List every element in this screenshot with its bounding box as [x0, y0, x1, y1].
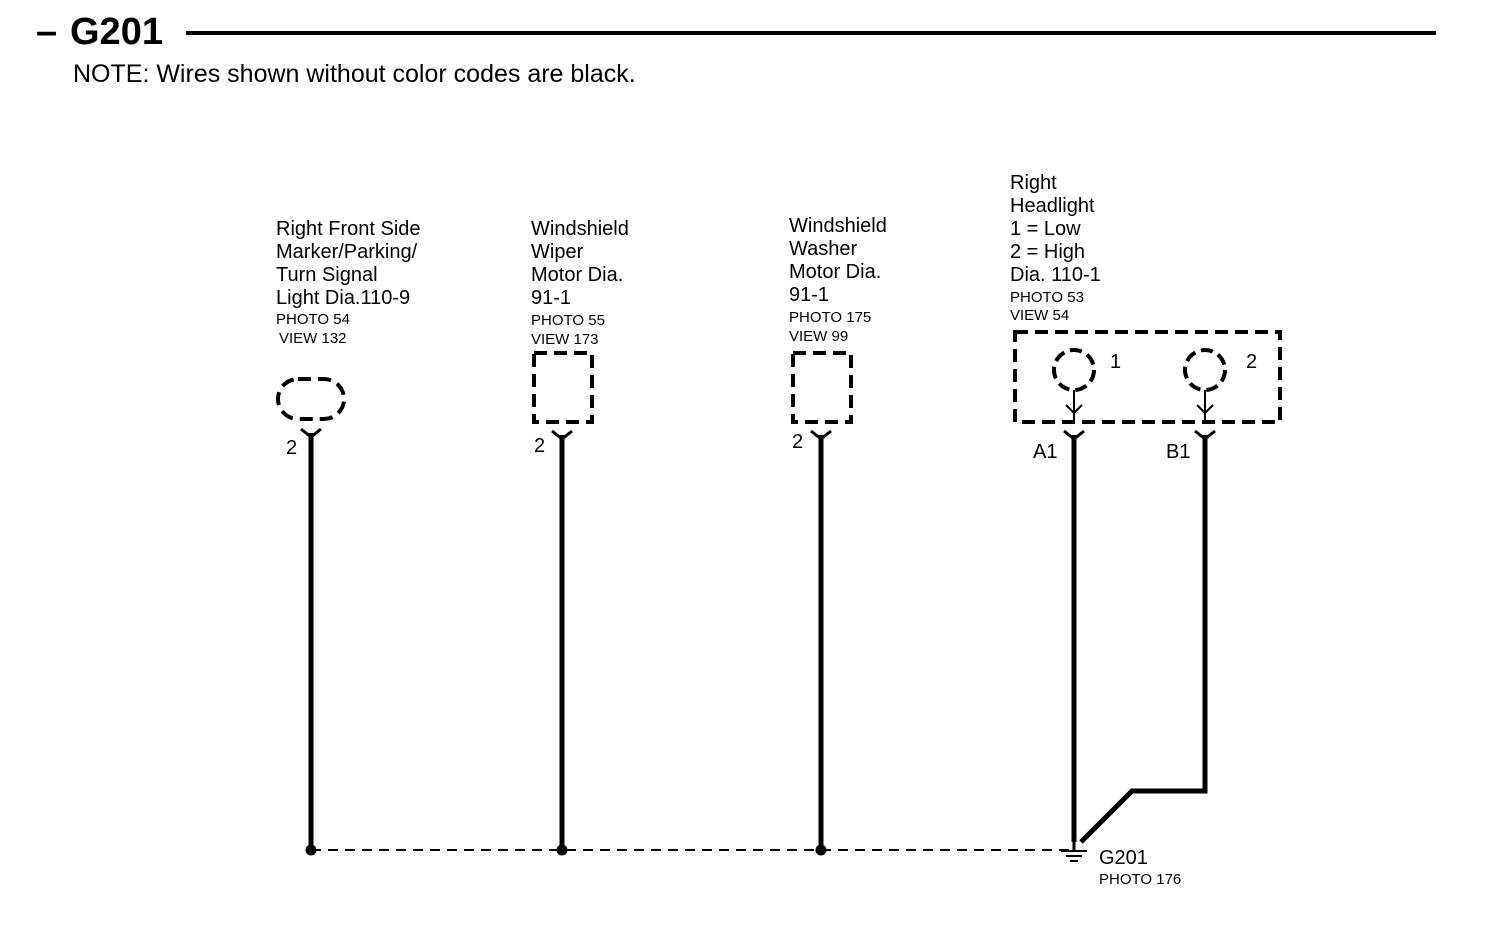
- bulb-low-symbol: [1052, 348, 1096, 392]
- component-label-line: Windshield: [531, 218, 629, 240]
- component-view: VIEW 54: [1010, 307, 1069, 324]
- page-title: G201: [70, 11, 163, 53]
- component-label-line: Marker/Parking/: [276, 241, 418, 263]
- note-text: NOTE: Wires shown without color codes ar…: [73, 60, 636, 88]
- component-label-line: Dia. 110-1: [1010, 264, 1101, 286]
- component-label-line: Windshield: [789, 215, 887, 237]
- ground-bus: G201 PHOTO 176: [305, 842, 1181, 888]
- title-dash: –: [36, 11, 57, 53]
- bulb-high-symbol: [1183, 348, 1227, 392]
- motor-symbol: [532, 351, 594, 424]
- light-symbol: [276, 377, 346, 421]
- component-wiper-motor: Windshield Wiper Motor Dia. 91-1 PHOTO 5…: [531, 218, 629, 845]
- component-label-line: Washer: [789, 238, 858, 260]
- component-label-line: Right: [1010, 172, 1057, 194]
- component-washer-motor: Windshield Washer Motor Dia. 91-1 PHOTO …: [789, 215, 887, 845]
- component-label-line: Motor Dia.: [531, 264, 623, 286]
- component-photo: PHOTO 54: [276, 311, 350, 328]
- component-label-line: Light Dia.110-9: [276, 287, 410, 309]
- component-label-line: Motor Dia.: [789, 261, 881, 283]
- component-label-line: Right Front Side: [276, 218, 421, 240]
- bulb-number: 2: [1246, 351, 1257, 373]
- component-photo: PHOTO 53: [1010, 289, 1084, 306]
- headlight-housing: [1013, 330, 1282, 424]
- component-label-line: 91-1: [789, 284, 829, 306]
- component-view: VIEW 173: [531, 331, 599, 348]
- component-photo: PHOTO 55: [531, 312, 605, 329]
- component-label-line: Turn Signal: [276, 264, 378, 286]
- bulb-number: 1: [1110, 351, 1121, 373]
- component-label-line: 1 = Low: [1010, 218, 1081, 240]
- component-photo: PHOTO 175: [789, 309, 871, 326]
- ground-photo: PHOTO 176: [1099, 871, 1181, 888]
- component-view: VIEW 99: [789, 328, 848, 345]
- component-label-line: 2 = High: [1010, 241, 1085, 263]
- splice-dot: [305, 844, 317, 856]
- component-label-line: 91-1: [531, 287, 571, 309]
- wire: [1079, 435, 1208, 844]
- component-rf-side-marker: Right Front Side Marker/Parking/ Turn Si…: [276, 218, 421, 845]
- bulb-terminal-symbol: [1065, 404, 1083, 415]
- pin-label-a1: A1: [1033, 441, 1057, 463]
- pin-label-b1: B1: [1166, 441, 1190, 463]
- component-right-headlight: Right Headlight 1 = Low 2 = High Dia. 11…: [1010, 172, 1282, 844]
- component-view: VIEW 132: [279, 330, 347, 347]
- pin-label: 2: [534, 435, 545, 457]
- splice-dot: [815, 844, 827, 856]
- pin-label: 2: [792, 431, 803, 453]
- bulb-terminal-symbol: [1196, 404, 1214, 415]
- component-label-line: Headlight: [1010, 195, 1095, 217]
- component-label-line: Wiper: [531, 241, 584, 263]
- ground-label: G201: [1099, 847, 1148, 869]
- pin-label: 2: [286, 437, 297, 459]
- splice-dot: [556, 844, 568, 856]
- motor-symbol: [791, 351, 853, 424]
